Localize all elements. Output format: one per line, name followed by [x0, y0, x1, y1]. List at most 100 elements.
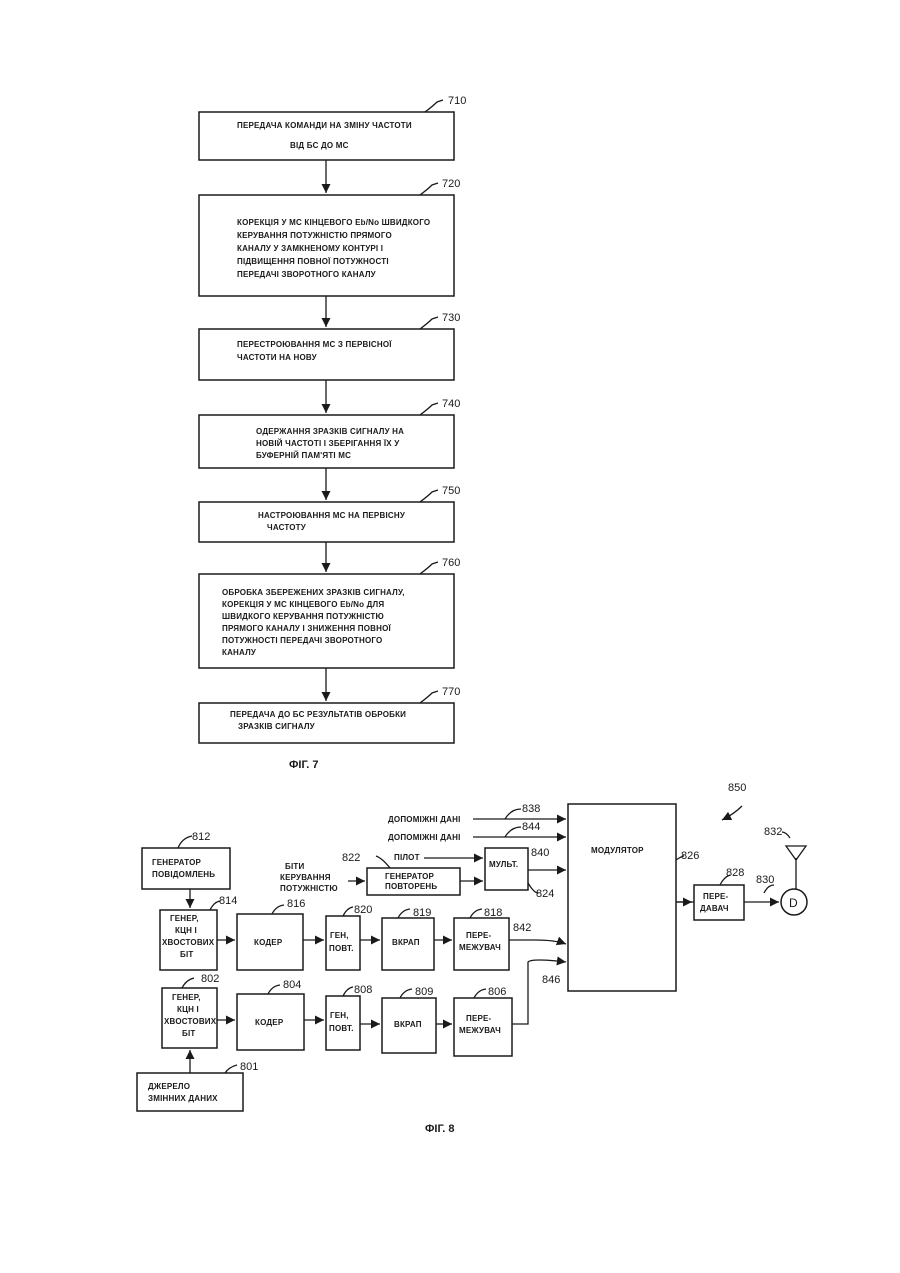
- ref-leader: [470, 909, 482, 918]
- figure-caption: ФІГ. 8: [425, 1123, 455, 1135]
- step-line: КОРЕКЦІЯ У МС КІНЦЕВОГО Eb/No ДЛЯ: [222, 600, 384, 609]
- block-label: ПЕРЕ-: [466, 1014, 492, 1023]
- ref-number: 802: [201, 973, 219, 985]
- block-label: БІТ: [180, 950, 193, 959]
- pilot-label: ПІЛОТ: [394, 853, 420, 862]
- step-line: ОБРОБКА ЗБЕРЕЖЕНИХ ЗРАЗКІВ СИГНАЛУ,: [222, 588, 405, 597]
- block-label: ПОВТОРЕНЬ: [385, 882, 437, 891]
- pc-bits-label: КЕРУВАННЯ: [280, 873, 331, 882]
- block-label: МОДУЛЯТОР: [591, 846, 644, 855]
- step-line: ВІД БС ДО МС: [290, 141, 349, 150]
- ref-leader: [782, 832, 790, 838]
- figure-caption: ФІГ. 7: [289, 759, 319, 771]
- ref-number: 850: [728, 782, 746, 794]
- ref-number: 808: [354, 984, 372, 996]
- ref-number: 812: [192, 831, 210, 843]
- message-generator-block: [142, 848, 230, 889]
- block-label: МУЛЬТ.: [489, 860, 518, 869]
- ref-number: 720: [442, 178, 460, 190]
- ref-number: 809: [415, 986, 433, 998]
- multiplexer-block: [485, 848, 528, 890]
- ref-leader: [400, 989, 412, 998]
- ref-number: 760: [442, 557, 460, 569]
- ref-number: 822: [342, 852, 360, 864]
- step-720: КОРЕКЦІЯ У МС КІНЦЕВОГО Eb/No ШВИДКОГО К…: [199, 178, 460, 296]
- ref-leader: [268, 985, 280, 994]
- ref-leader: [420, 317, 438, 329]
- ref-leader: [505, 809, 521, 819]
- step-line: НАСТРОЮВАННЯ МС НА ПЕРВІСНУ: [258, 511, 406, 520]
- block-label: ГЕН,: [330, 1011, 349, 1020]
- ref-number: 842: [513, 922, 531, 934]
- step-box: [199, 112, 454, 160]
- step-line: КАНАЛУ У ЗАМКНЕНОМУ КОНТУРІ І: [237, 244, 383, 253]
- repeat-generator-block: [326, 996, 360, 1050]
- step-740: ОДЕРЖАННЯ ЗРАЗКІВ СИГНАЛУ НА НОВІЙ ЧАСТО…: [199, 398, 460, 468]
- block-label: МЕЖУВАЧ: [459, 1026, 501, 1035]
- block-label: ХВОСТОВИХ: [164, 1017, 217, 1026]
- ref-number: 801: [240, 1061, 258, 1073]
- ref-leader: [474, 989, 486, 998]
- modulator-block: [568, 804, 676, 991]
- ref-number: 824: [536, 888, 554, 900]
- ref-leader: [420, 562, 438, 574]
- step-710: ПЕРЕДАЧА КОМАНДИ НА ЗМІНУ ЧАСТОТИ ВІД БС…: [199, 95, 466, 160]
- block-label: МЕЖУВАЧ: [459, 943, 501, 952]
- fig7-flowchart: ПЕРЕДАЧА КОМАНДИ НА ЗМІНУ ЧАСТОТИ ВІД БС…: [199, 95, 466, 771]
- ref-number: 820: [354, 904, 372, 916]
- step-line: ПРЯМОГО КАНАЛУ І ЗНИЖЕННЯ ПОВНОЇ: [222, 624, 392, 633]
- ref-leader: [420, 183, 438, 195]
- ref-number: 846: [542, 974, 560, 986]
- ref-number: 730: [442, 312, 460, 324]
- block-label: ГЕН,: [330, 931, 349, 940]
- block-label: ДЖЕРЕЛО: [148, 1082, 190, 1091]
- block-label: БІТ: [182, 1029, 195, 1038]
- ref-leader: [272, 905, 284, 914]
- block-label: ГЕНЕР,: [172, 993, 201, 1002]
- step-730: ПЕРЕСТРОЮВАННЯ МС З ПЕРВІСНОЇ ЧАСТОТИ НА…: [199, 312, 460, 380]
- block-label: ГЕНЕРАТОР: [385, 872, 435, 881]
- block-label: ПОВІДОМЛЕНЬ: [152, 870, 215, 879]
- ref-leader: [225, 1065, 237, 1073]
- step-760: ОБРОБКА ЗБЕРЕЖЕНИХ ЗРАЗКІВ СИГНАЛУ, КОРЕ…: [199, 557, 460, 668]
- ref-leader: [343, 987, 353, 996]
- ref-leader: [425, 100, 443, 112]
- pc-bits-label: БІТИ: [285, 862, 304, 871]
- step-line: ПЕРЕДАЧІ ЗВОРОТНОГО КАНАЛУ: [237, 270, 377, 279]
- ref-number: 830: [756, 874, 774, 886]
- step-line: ОДЕРЖАННЯ ЗРАЗКІВ СИГНАЛУ НА: [256, 427, 404, 436]
- step-line: КЕРУВАННЯ ПОТУЖНІСТЮ ПРЯМОГО: [237, 231, 392, 240]
- ref-number: 819: [413, 907, 431, 919]
- ref-number: 844: [522, 821, 540, 833]
- ref-number: 770: [442, 686, 460, 698]
- variable-data-source-block: [137, 1073, 243, 1111]
- step-750: НАСТРОЮВАННЯ МС НА ПЕРВІСНУ ЧАСТОТУ 750: [199, 485, 460, 542]
- ref-number: 806: [488, 986, 506, 998]
- ref-number: 814: [219, 895, 237, 907]
- step-line: ПОТУЖНОСТІ ПЕРЕДАЧІ ЗВОРОТНОГО: [222, 636, 382, 645]
- pc-bits-label: ПОТУЖНІСТЮ: [280, 884, 338, 893]
- ref-leader: [420, 490, 438, 502]
- block-label: ГЕНЕРАТОР: [152, 858, 202, 867]
- ref-number: 750: [442, 485, 460, 497]
- block-label: ЗМІННИХ ДАНИХ: [148, 1094, 218, 1103]
- ref-leader: [376, 856, 390, 868]
- block-label: КЦН І: [175, 926, 197, 935]
- block-label: КОДЕР: [254, 938, 283, 947]
- bottom-chain-to-modulator: [512, 960, 566, 1024]
- transmitter-block: [694, 885, 744, 920]
- block-label: ПЕРЕ-: [703, 892, 729, 901]
- ref-number: 828: [726, 867, 744, 879]
- ref-number: 826: [681, 850, 699, 862]
- block-label: КОДЕР: [255, 1018, 284, 1027]
- block-label: ПОВТ.: [329, 944, 354, 953]
- step-770: ПЕРЕДАЧА ДО БС РЕЗУЛЬТАТІВ ОБРОБКИ ЗРАЗК…: [199, 686, 460, 743]
- ref-leader: [398, 909, 410, 918]
- step-box: [199, 502, 454, 542]
- ref-leader: [182, 978, 194, 988]
- block-label: ХВОСТОВИХ: [162, 938, 215, 947]
- step-line: КАНАЛУ: [222, 648, 257, 657]
- step-line: БУФЕРНІЙ ПАМ'ЯТІ МС: [256, 451, 351, 460]
- aux-data-label: ДОПОМІЖНІ ДАНІ: [388, 833, 461, 842]
